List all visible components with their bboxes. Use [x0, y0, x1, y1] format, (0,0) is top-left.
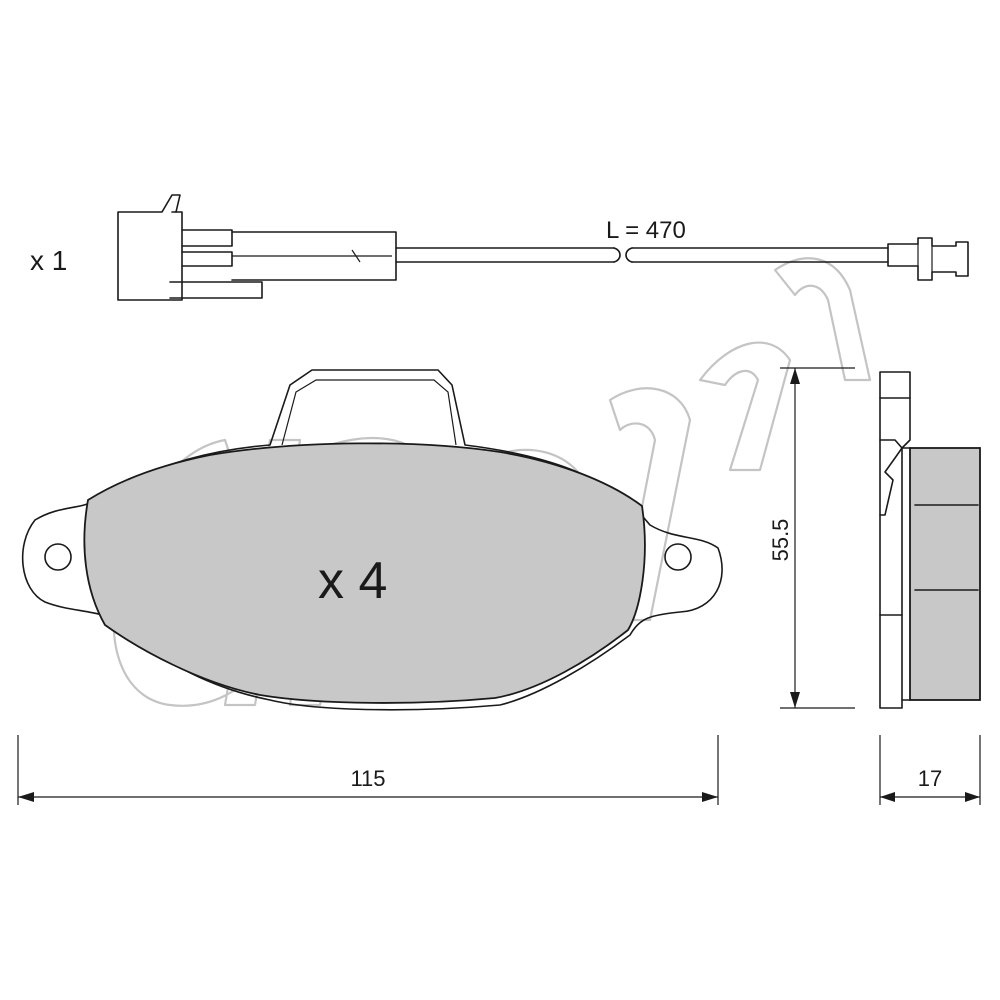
- sensor-housing: [231, 231, 397, 281]
- height-dimension: 55.5: [768, 367, 855, 709]
- mounting-hole-right: [664, 543, 692, 571]
- wear-sensor: x 1 L = 470: [30, 194, 969, 301]
- sensor-quantity-label: x 1: [30, 245, 67, 276]
- thickness-label: 17: [918, 766, 942, 791]
- backing-plate: [21, 369, 723, 711]
- thickness-dimension: 17: [879, 735, 981, 805]
- height-label: 55.5: [768, 519, 793, 562]
- width-dimension: 115: [17, 735, 719, 805]
- sensor-wire: [395, 247, 615, 263]
- side-friction-block: [909, 447, 981, 701]
- pad-quantity-label: x 4: [318, 552, 387, 610]
- side-backing-plate: [879, 371, 911, 709]
- friction-material: [83, 442, 646, 704]
- sensor-probe: [887, 237, 969, 281]
- width-label: 115: [350, 766, 385, 791]
- sensor-length-label: L = 470: [606, 217, 686, 244]
- sensor-connector: [117, 194, 183, 301]
- brake-pad-side-view: [879, 371, 981, 709]
- mounting-hole-left: [44, 543, 72, 571]
- brake-pad-front-view: x 4: [21, 369, 723, 711]
